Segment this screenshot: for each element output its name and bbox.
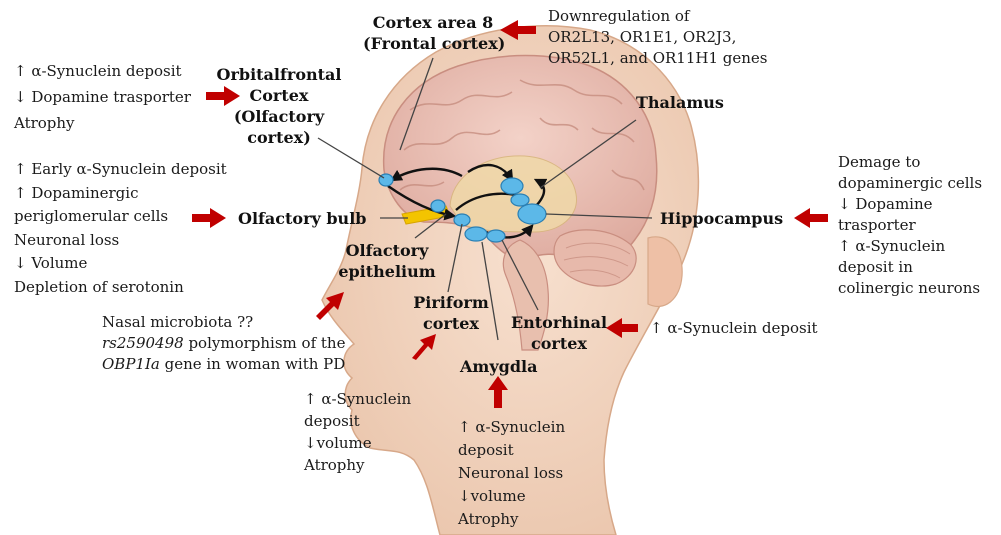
olfactory-epithelium-title-line2: epithelium: [334, 261, 440, 282]
cortex8-title-line1: Cortex area 8: [363, 12, 503, 33]
orbital-notes: ↑ α-Synuclein deposit ↓ Dopamine traspor…: [14, 58, 191, 136]
cortex8-title-line2: (Frontal cortex): [363, 33, 503, 54]
note-line: ↓volume: [458, 485, 565, 508]
note-line: OR2L13, OR1E1, OR2J3,: [548, 27, 767, 48]
olfactory-bulb-notes: ↑ Early α-Synuclein deposit ↑ Dopaminerg…: [14, 158, 227, 299]
olfactory-epithelium-title-line1: Olfactory: [334, 240, 440, 261]
orbital-title: Orbitalfrontal Cortex (Olfactory cortex): [216, 64, 342, 148]
note-line: Depletion of serotonin: [14, 276, 227, 300]
note-line: dopaminergic cells: [838, 173, 982, 194]
note-line: ↓ Dopamine: [838, 194, 982, 215]
gene-name: OBP1Ia: [102, 355, 160, 373]
note-line: Neuronal loss: [458, 462, 565, 485]
entorhinal-notes: ↑ α-Synuclein deposit: [650, 318, 818, 339]
thalamus-title: Thalamus: [636, 92, 724, 113]
piriform-title-line2: cortex: [408, 313, 494, 334]
note-line: ↓ Dopamine trasporter: [14, 84, 191, 110]
note-line: Neuronal loss: [14, 229, 227, 253]
note-line: OR52L1, and OR11H1 genes: [548, 48, 767, 69]
note-text: gene in woman with PD: [160, 355, 345, 373]
olfactory-epithelium-title: Olfactory epithelium: [334, 240, 440, 282]
note-line: Downregulation of: [548, 6, 767, 27]
note-line: Atrophy: [458, 508, 565, 531]
amygdala-title: Amygdla: [460, 356, 537, 377]
note-line: colinergic neurons: [838, 278, 982, 299]
note-line: periglomerular cells: [14, 205, 227, 229]
note-line: rs2590498 polymorphism of the: [102, 333, 345, 354]
note-line: deposit: [458, 439, 565, 462]
snp-id: rs2590498: [102, 334, 184, 352]
note-line: deposit: [304, 410, 411, 432]
orbital-title-line1: Orbitalfrontal: [216, 64, 342, 85]
cortex8-notes: Downregulation of OR2L13, OR1E1, OR2J3, …: [548, 6, 767, 69]
cortex8-title: Cortex area 8 (Frontal cortex): [363, 12, 503, 54]
hippocampus-title: Hippocampus: [660, 208, 783, 229]
piriform-title: Piriform cortex: [408, 292, 494, 334]
note-line: ↑ α-Synuclein deposit: [14, 58, 191, 84]
olfactory-bulb-title: Olfactory bulb: [238, 208, 366, 229]
note-line: deposit in: [838, 257, 982, 278]
note-line: Atrophy: [304, 454, 411, 476]
arrow-to-hippocampus: [794, 208, 828, 228]
note-text: polymorphism of the: [184, 334, 346, 352]
entorhinal-title: Entorhinal cortex: [510, 312, 608, 354]
entorhinal-title-line2: cortex: [510, 333, 608, 354]
note-line: ↑ α-Synuclein: [838, 236, 982, 257]
hippocampus-notes: Demage to dopaminergic cells ↓ Dopamine …: [838, 152, 982, 299]
note-line: ↑ α-Synuclein: [304, 388, 411, 410]
note-line: ↑ Dopaminergic: [14, 182, 227, 206]
note-line: trasporter: [838, 215, 982, 236]
orbital-title-line4: cortex): [216, 127, 342, 148]
orbital-title-line3: (Olfactory: [216, 106, 342, 127]
piriform-notes: ↑ α-Synuclein deposit ↓volume Atrophy: [304, 388, 411, 476]
note-line: ↑ Early α-Synuclein deposit: [14, 158, 227, 182]
orbital-title-line2: Cortex: [216, 85, 342, 106]
note-line: ↓ Volume: [14, 252, 227, 276]
note-line: Demage to: [838, 152, 982, 173]
note-line: ↓volume: [304, 432, 411, 454]
note-line: ↑ α-Synuclein: [458, 416, 565, 439]
amygdala-notes: ↑ α-Synuclein deposit Neuronal loss ↓vol…: [458, 416, 565, 531]
note-line: Nasal microbiota ??: [102, 312, 345, 333]
piriform-title-line1: Piriform: [408, 292, 494, 313]
entorhinal-title-line1: Entorhinal: [510, 312, 608, 333]
epithelium-notes: Nasal microbiota ?? rs2590498 polymorphi…: [102, 312, 345, 375]
note-line: Atrophy: [14, 110, 191, 136]
note-line: OBP1Ia gene in woman with PD: [102, 354, 345, 375]
